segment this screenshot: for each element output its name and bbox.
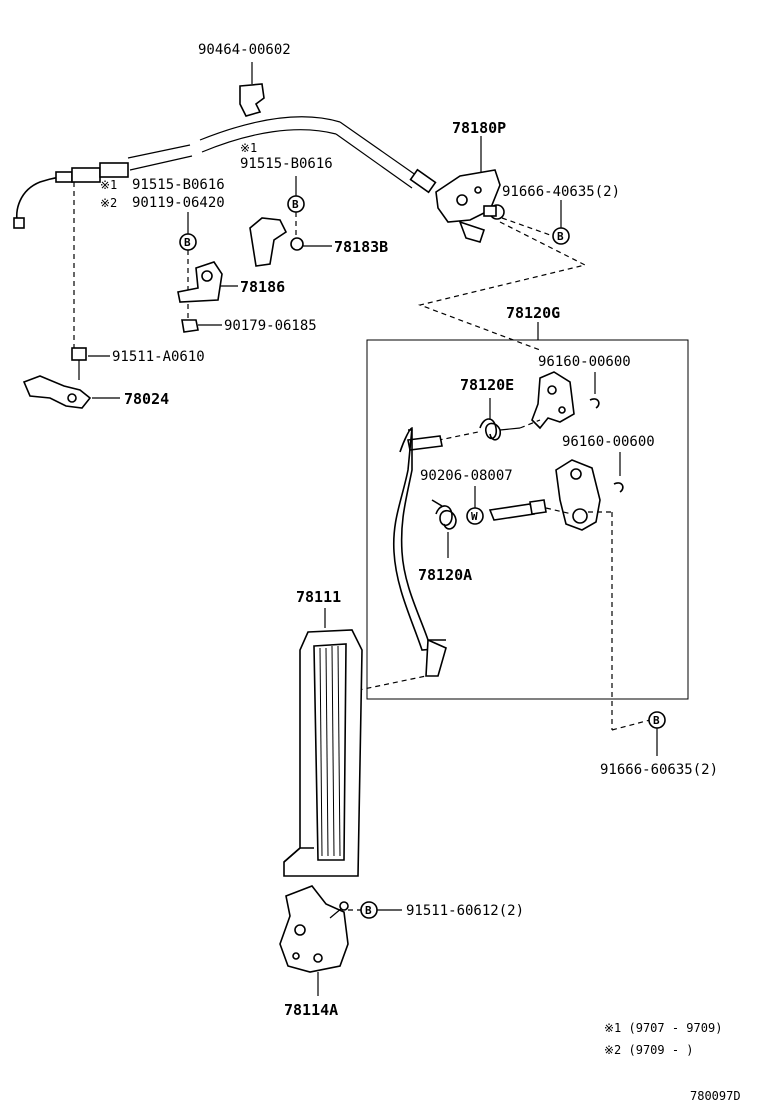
cable-end-hook	[16, 175, 75, 226]
label-90119-06420: 90119-06420	[132, 195, 225, 211]
label-78114A: 78114A	[284, 1001, 338, 1019]
bracket-78114A: B 91511-60612(2) 78114A	[279, 885, 524, 1019]
label-78111: 78111	[296, 588, 341, 606]
label-78120A: 78120A	[418, 566, 472, 584]
b-mark-78183B: B	[292, 198, 299, 211]
clip-90464: 90464-00602	[198, 42, 291, 117]
bracket-78120E: 78120E	[460, 371, 575, 430]
b-mark-91511-60612: B	[365, 904, 372, 917]
b-mark-91666-40635: B	[557, 230, 564, 243]
pedal-pad-78111: 78111	[283, 588, 363, 877]
spring-78120A: 78120A	[418, 499, 472, 584]
bracket-78180P: 78180P	[435, 119, 506, 243]
b-mark-91666-60635: B	[653, 714, 660, 727]
label-91666-60635: 91666-60635(2)	[600, 762, 718, 778]
pedal-bracket-plate	[555, 459, 651, 731]
accelerator-cable	[13, 116, 437, 229]
cable-end-tip	[13, 217, 25, 229]
cable-adjuster	[71, 167, 101, 183]
figure-id: 780097D	[690, 1089, 741, 1103]
cable-end-fitting-right	[409, 168, 437, 194]
bracket-78186: B 78186	[177, 212, 285, 320]
clip-96160-upper: 96160-00600	[538, 354, 631, 409]
legend-note-1: ※1 (9707 - 9709)	[604, 1021, 722, 1035]
label-96160-00600-lower: 96160-00600	[562, 434, 655, 450]
group-box-78120G	[366, 339, 689, 700]
label-78183B: 78183B	[334, 238, 388, 256]
b-mark-78186: B	[184, 236, 191, 249]
bolt-91511-A0610: 91511-A0610	[71, 347, 205, 380]
label-91511-A0610: 91511-A0610	[112, 349, 205, 365]
label-78120G: 78120G	[506, 304, 560, 322]
bracket-78024: 78024	[22, 375, 169, 409]
label-91666-40635: 91666-40635(2)	[502, 184, 620, 200]
clip-96160-lower: 96160-00600	[562, 434, 655, 493]
nut-90179: 90179-06185	[181, 318, 317, 334]
spring-upper	[407, 398, 541, 451]
label-78024: 78024	[124, 390, 169, 408]
label-91515-B0616: 91515-B0616	[132, 177, 225, 193]
w-mark-90206: W	[471, 510, 478, 523]
legend-note-2: ※2 (9709 - )	[604, 1043, 694, 1057]
clamp-78183B: 78183B B	[249, 176, 388, 267]
group-78120G: 78120G	[366, 304, 689, 700]
label-91511-60612: 91511-60612(2)	[406, 903, 524, 919]
label-90179-06185: 90179-06185	[224, 318, 317, 334]
label-90206-08007: 90206-08007	[420, 468, 513, 484]
note-mark-1: ※1	[100, 178, 117, 192]
callout-91666-40635: 91666-40635(2) B	[501, 184, 620, 245]
dashed-link-bracket-to-pedal	[417, 221, 587, 351]
cable-sleeve	[99, 162, 129, 178]
label-78180P: 78180P	[452, 119, 506, 137]
bushing-90206: 90206-08007 W	[420, 468, 573, 525]
pedal-arm	[339, 427, 447, 695]
callout-91666-60635: B 91666-60635(2)	[600, 711, 718, 778]
cable-fitting-left	[55, 171, 73, 183]
legend: ※1 (9707 - 9709) ※2 (9709 - )	[604, 1021, 722, 1057]
label-90464-00602: 90464-00602	[198, 42, 291, 58]
note-mark-1-top: ※1	[240, 141, 257, 155]
label-91515-B0616-top: 91515-B0616	[240, 156, 333, 172]
label-78186: 78186	[240, 278, 285, 296]
note-mark-2: ※2	[100, 196, 117, 210]
label-96160-00600-upper: 96160-00600	[538, 354, 631, 370]
label-78120E: 78120E	[460, 376, 514, 394]
